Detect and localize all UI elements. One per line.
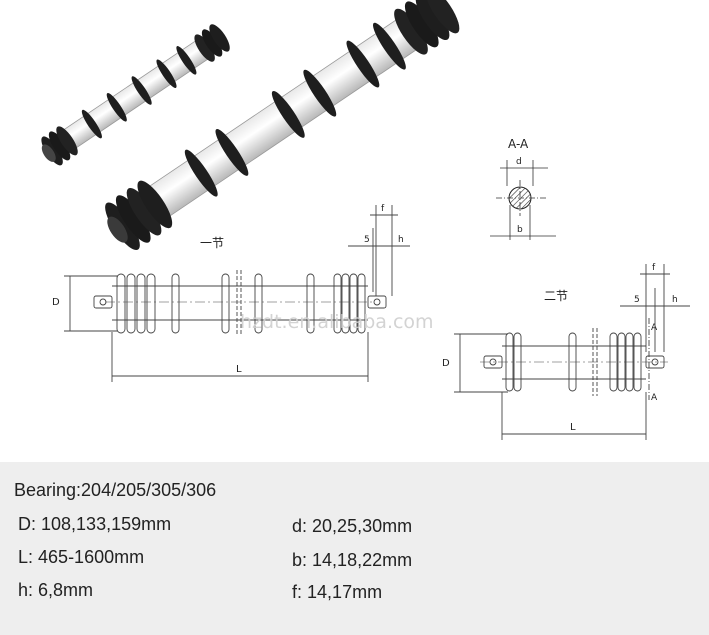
watermark: hzdt.en.alibaba.com [240,311,434,333]
spec-d-value: 20,25,30mm [312,516,413,536]
section-label: A-A [508,137,529,151]
bearing-spec: Bearing:204/205/305/306 [14,480,217,500]
dim-5-label-2: 5 [634,295,640,305]
dim-d-label: d [516,157,522,167]
section-a-top: A [651,323,658,333]
spec-f-value: 14,17mm [307,582,383,602]
spec-D: D: 108,133,159mm [18,514,171,535]
spec-d-label: d: [292,516,308,536]
single-section-label: 一节 [200,236,224,250]
roller-diagram: A-A d b 一节 D [41,0,690,440]
spec-L-label: L: [18,547,34,567]
section-a-bottom: A [651,393,658,403]
dim-f-label-2: f [652,263,656,273]
spec-h: h: 6,8mm [18,580,93,601]
spec-b-value: 14,18,22mm [312,550,413,570]
double-section-label: 二节 [544,289,568,303]
dim-h-label-2: h [672,295,678,305]
dim-L-label-1: L [236,364,242,375]
dim-D-label-1: D [52,297,60,308]
spec-h-value: 6,8mm [38,580,94,600]
dim-5-label-1: 5 [364,235,370,245]
large-roller-photo [105,0,460,250]
spec-D-value: 108,133,159mm [41,514,172,534]
single-section-drawing: 一节 D L [52,204,410,382]
dim-f-label-1: f [381,204,385,214]
dim-b-label: b [517,225,523,235]
spec-f: f: 14,17mm [292,582,382,603]
spec-b: b: 14,18,22mm [292,550,412,571]
double-section-drawing: 二节 D A A L [442,263,690,440]
spec-D-label: D: [18,514,36,534]
spec-d: d: 20,25,30mm [292,516,412,537]
spec-panel: Bearing:204/205/305/306 D: 108,133,159mm… [0,462,709,635]
spec-b-label: b: [292,550,308,570]
dim-L-label-2: L [570,422,576,433]
dim-D-label-2: D [442,358,450,369]
spec-L-value: 465-1600mm [38,547,145,567]
section-aa-view: A-A d b [490,137,556,240]
spec-f-label: f: [292,582,303,602]
spec-h-label: h: [18,580,34,600]
small-roller-photo [41,24,230,166]
spec-L: L: 465-1600mm [18,547,144,568]
dim-h-label-1: h [398,235,404,245]
